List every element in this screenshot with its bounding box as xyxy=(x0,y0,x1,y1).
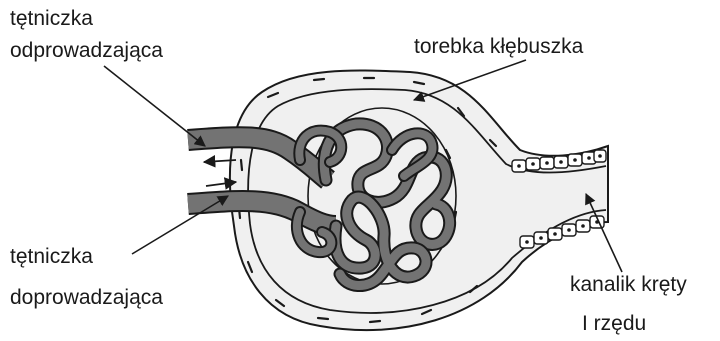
capsule-label: torebka kłębuszka xyxy=(414,34,583,60)
afferent-arteriole-label-line1: tętniczka xyxy=(10,244,93,270)
tubule-label-line2: I rzędu xyxy=(582,311,646,337)
afferent-arteriole-label-line2: doprowadzająca xyxy=(10,285,163,311)
tubule-label-line1: kanalik kręty xyxy=(570,272,687,298)
efferent-arteriole-label-line1: tętniczka xyxy=(10,6,93,32)
efferent-arteriole-label-line2: odprowadzająca xyxy=(10,38,163,64)
